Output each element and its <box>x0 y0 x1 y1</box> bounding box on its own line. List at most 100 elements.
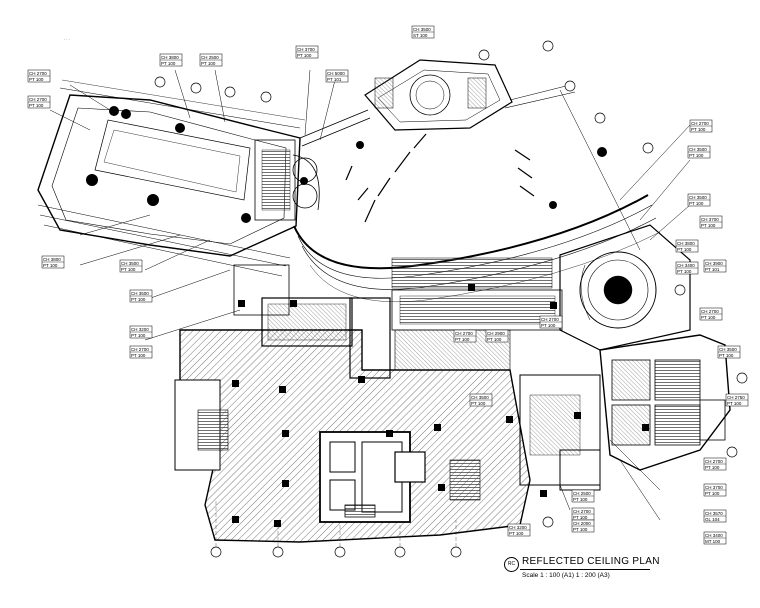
ceiling-height-value: CH 3800 <box>161 55 179 60</box>
drawing-scale: Scale 1 : 100 (A1) 1 : 200 (A3) <box>522 572 610 579</box>
ceiling-height-value: CH 2700 <box>29 97 47 102</box>
ceiling-finish-code: PT 100 <box>677 247 692 252</box>
ceiling-height-value: CH 3200 <box>509 525 527 530</box>
ceiling-height-value: CH 2700 <box>705 459 723 464</box>
plaza-light-fixtures <box>356 141 607 209</box>
ceiling-finish-code: PT 100 <box>29 103 44 108</box>
ceiling-height-value: CH 3500 <box>131 291 149 296</box>
ceiling-height-value: CH 2700 <box>29 71 47 76</box>
ceiling-finish-code: PT 100 <box>121 267 136 272</box>
ceiling-finish-code: PT 100 <box>297 53 312 58</box>
main-floor-hatched <box>174 329 531 543</box>
ceiling-finish-code: PT 100 <box>29 77 44 82</box>
ceiling-height-value: CH 2000 <box>573 521 591 526</box>
ceiling-height-value: CH 2700 <box>691 121 709 126</box>
ceiling-finish-code: PT 100 <box>727 401 742 406</box>
ceiling-finish-code: PT 100 <box>131 297 146 302</box>
ceiling-finish-code: PT 100 <box>705 465 720 470</box>
ceiling-finish-code: MT 100 <box>705 539 721 544</box>
annotation-notes: . . . <box>64 36 70 41</box>
ceiling-height-value: CH 3400 <box>677 263 695 268</box>
ceiling-finish-code: PT 100 <box>701 223 716 228</box>
ceiling-height-value: CH 5000 <box>327 71 345 76</box>
ceiling-finish-code: PT 100 <box>131 333 146 338</box>
title-underline <box>520 569 650 570</box>
drawing-symbol: RC <box>504 557 519 572</box>
tag-leader-lines <box>49 69 691 521</box>
ceiling-finish-code: PT 100 <box>455 337 470 342</box>
ceiling-height-value: CH 3800 <box>677 241 695 246</box>
ceiling-finish-code: PT 100 <box>689 201 704 206</box>
ceiling-finish-code: PT 100 <box>701 315 716 320</box>
left-wing-light-fixtures <box>86 106 308 223</box>
ceiling-finish-code: PT 100 <box>509 531 524 536</box>
ceiling-height-value: CH 3200 <box>131 327 149 332</box>
ceiling-height-value: CH 3500 <box>121 261 139 266</box>
svg-text:. . .: . . . <box>64 36 70 41</box>
ceiling-height-value: CH 2700 <box>455 331 473 336</box>
ceiling-finish-code: PT 100 <box>691 127 706 132</box>
plaza-drop-off <box>345 89 641 251</box>
ceiling-height-value: CH 2700 <box>541 317 559 322</box>
ceiling-height-value: CH 3700 <box>701 217 719 222</box>
ceiling-height-value: CH 3700 <box>705 485 723 490</box>
ceiling-height-value: CH 2500 <box>573 491 591 496</box>
ceiling-height-value: CH 2700 <box>131 347 149 352</box>
ceiling-finish-code: PT 100 <box>677 269 692 274</box>
title-block: RC REFLECTED CEILING PLAN Scale 1 : 100 … <box>504 555 754 595</box>
structural-columns <box>232 284 649 527</box>
ceiling-finish-code: PT 100 <box>705 491 720 496</box>
ceiling-height-value: CH 3900 <box>705 261 723 266</box>
ceiling-finish-code: PT 100 <box>471 401 486 406</box>
ceiling-finish-code: PT 101 <box>327 77 342 82</box>
ceiling-finish-code: PT 101 <box>705 267 720 272</box>
ceiling-finish-code: PT 100 <box>541 323 556 328</box>
circular-lobby <box>559 224 691 351</box>
ceiling-height-value: CH 3500 <box>413 27 431 32</box>
ceiling-height-value: CH 3800 <box>43 257 61 262</box>
ceiling-finish-code: ST 100 <box>413 33 428 38</box>
ceiling-finish-code: PT 100 <box>573 527 588 532</box>
ceiling-height-value: CH 3570 <box>705 511 723 516</box>
ceiling-finish-code: PT 100 <box>689 153 704 158</box>
ceiling-finish-code: PT 100 <box>161 61 176 66</box>
ceiling-finish-code: PT 100 <box>487 337 502 342</box>
ceiling-finish-code: PT 100 <box>131 353 146 358</box>
ceiling-height-value: CH 3700 <box>297 47 315 52</box>
ceiling-finish-code: PT 100 <box>201 61 216 66</box>
ceiling-height-value: CH 2700 <box>573 509 591 514</box>
ceiling-finish-code: PT 100 <box>43 263 58 268</box>
grid-lines <box>215 500 457 547</box>
ceiling-finish-code: GL 104 <box>705 517 720 522</box>
ceiling-height-value: CH 2750 <box>727 395 745 400</box>
